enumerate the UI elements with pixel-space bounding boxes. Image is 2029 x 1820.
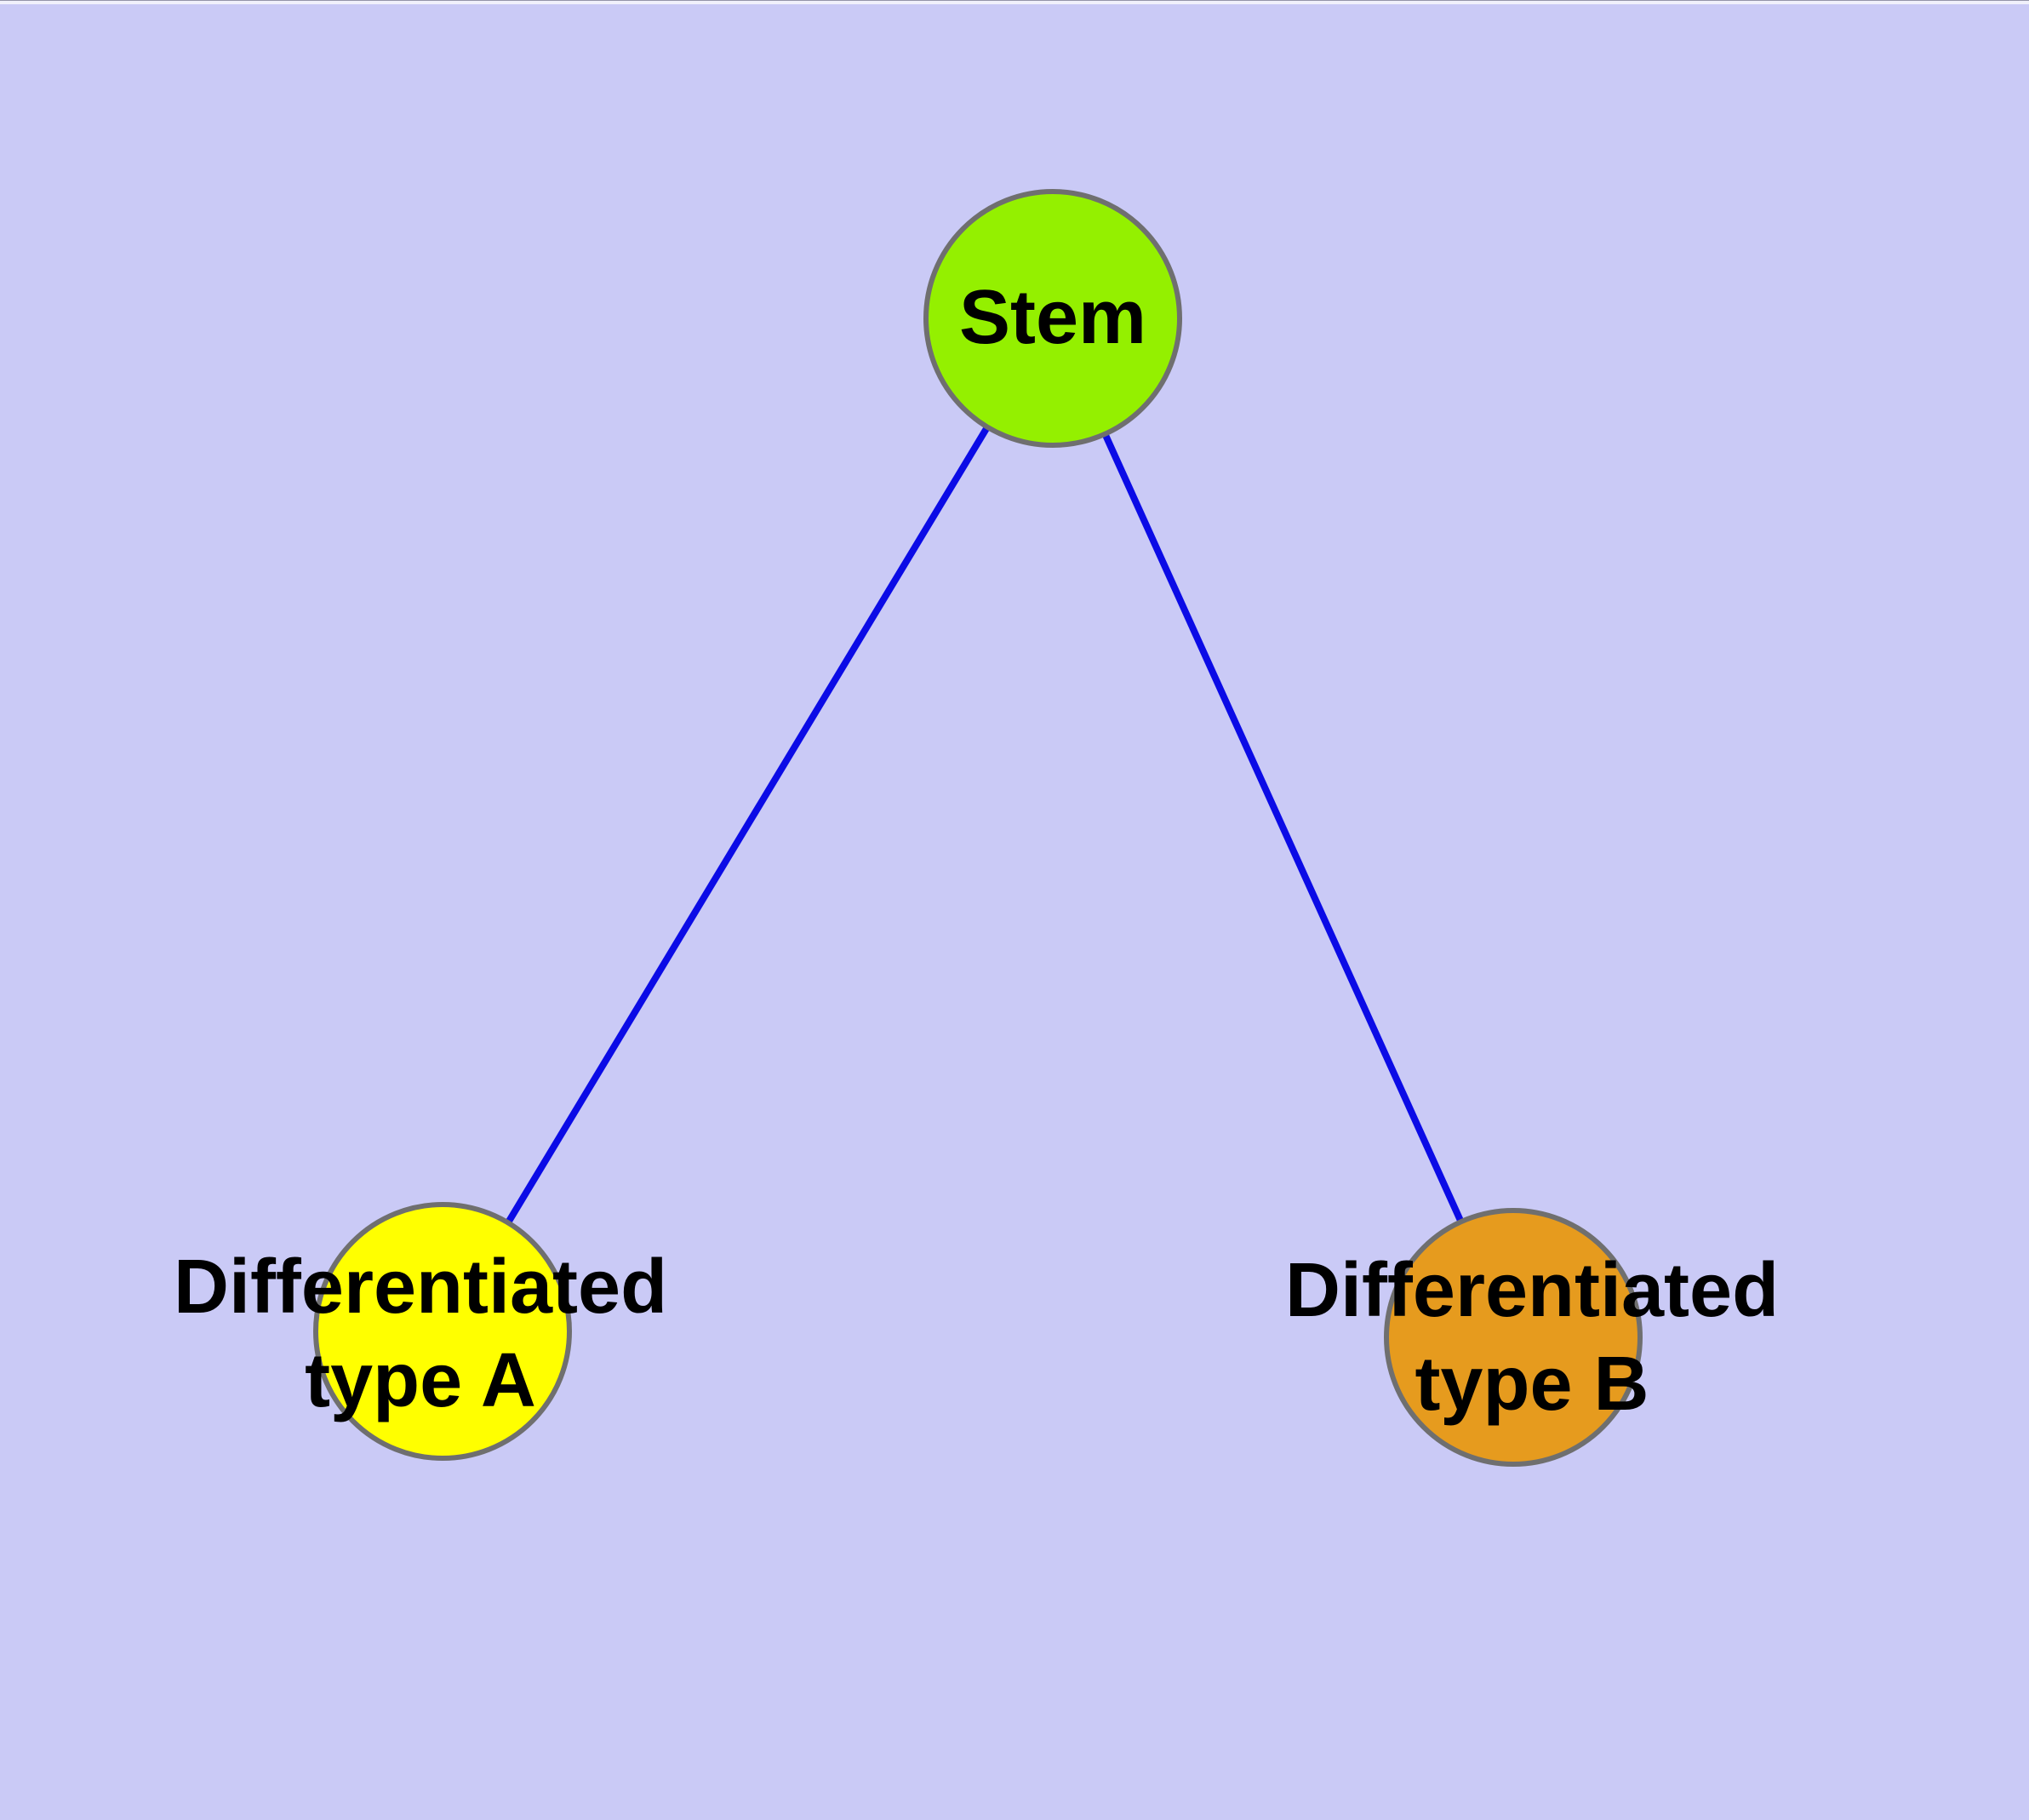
node-stem: [923, 189, 1182, 448]
edge-stem-to-type-a: [439, 316, 1056, 1334]
edge-stem-to-type-b: [1049, 317, 1517, 1339]
node-differentiated-type-a: [313, 1202, 572, 1461]
node-differentiated-type-b: [1384, 1208, 1643, 1467]
canvas-top-edge: [0, 0, 2029, 4]
